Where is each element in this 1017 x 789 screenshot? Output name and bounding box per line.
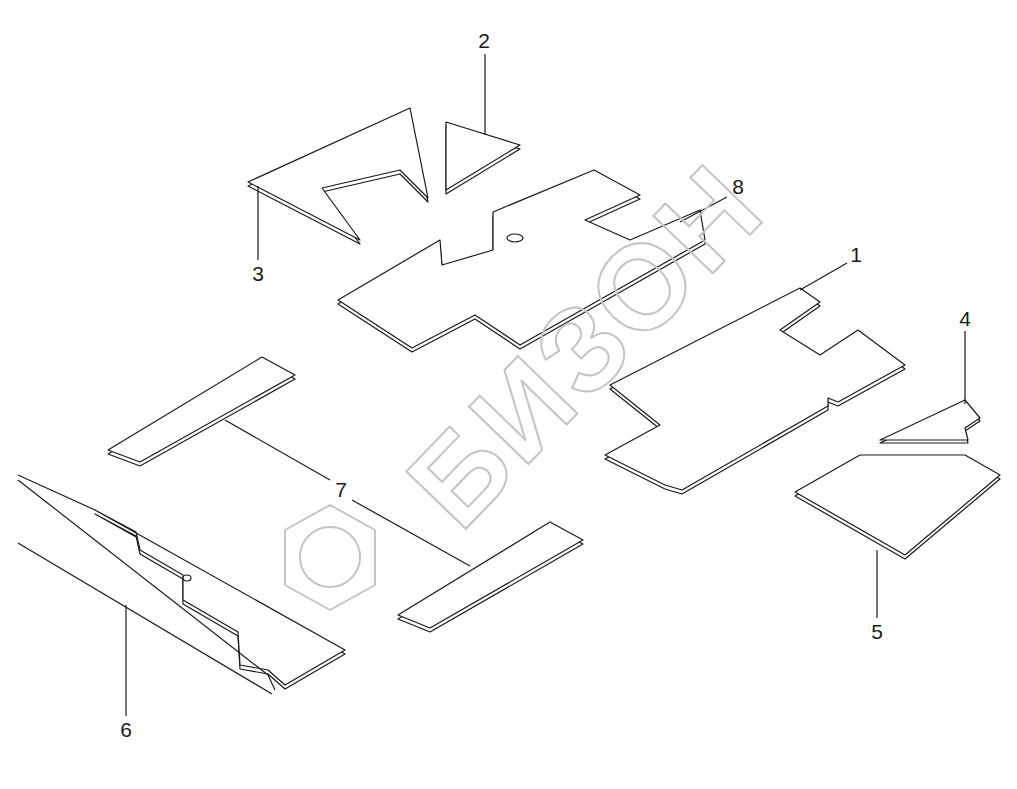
callout-number: 1 — [850, 244, 862, 265]
watermark: БИЗОН — [387, 143, 783, 547]
callout-number: 8 — [732, 176, 744, 197]
callout-number: 7 — [335, 479, 347, 500]
callout-number: 4 — [959, 308, 971, 329]
leader-lines — [126, 54, 965, 716]
callout-number: 6 — [120, 719, 132, 740]
callout-number: 2 — [478, 30, 490, 51]
callout-number: 5 — [871, 621, 883, 642]
callout-number: 3 — [252, 263, 264, 284]
